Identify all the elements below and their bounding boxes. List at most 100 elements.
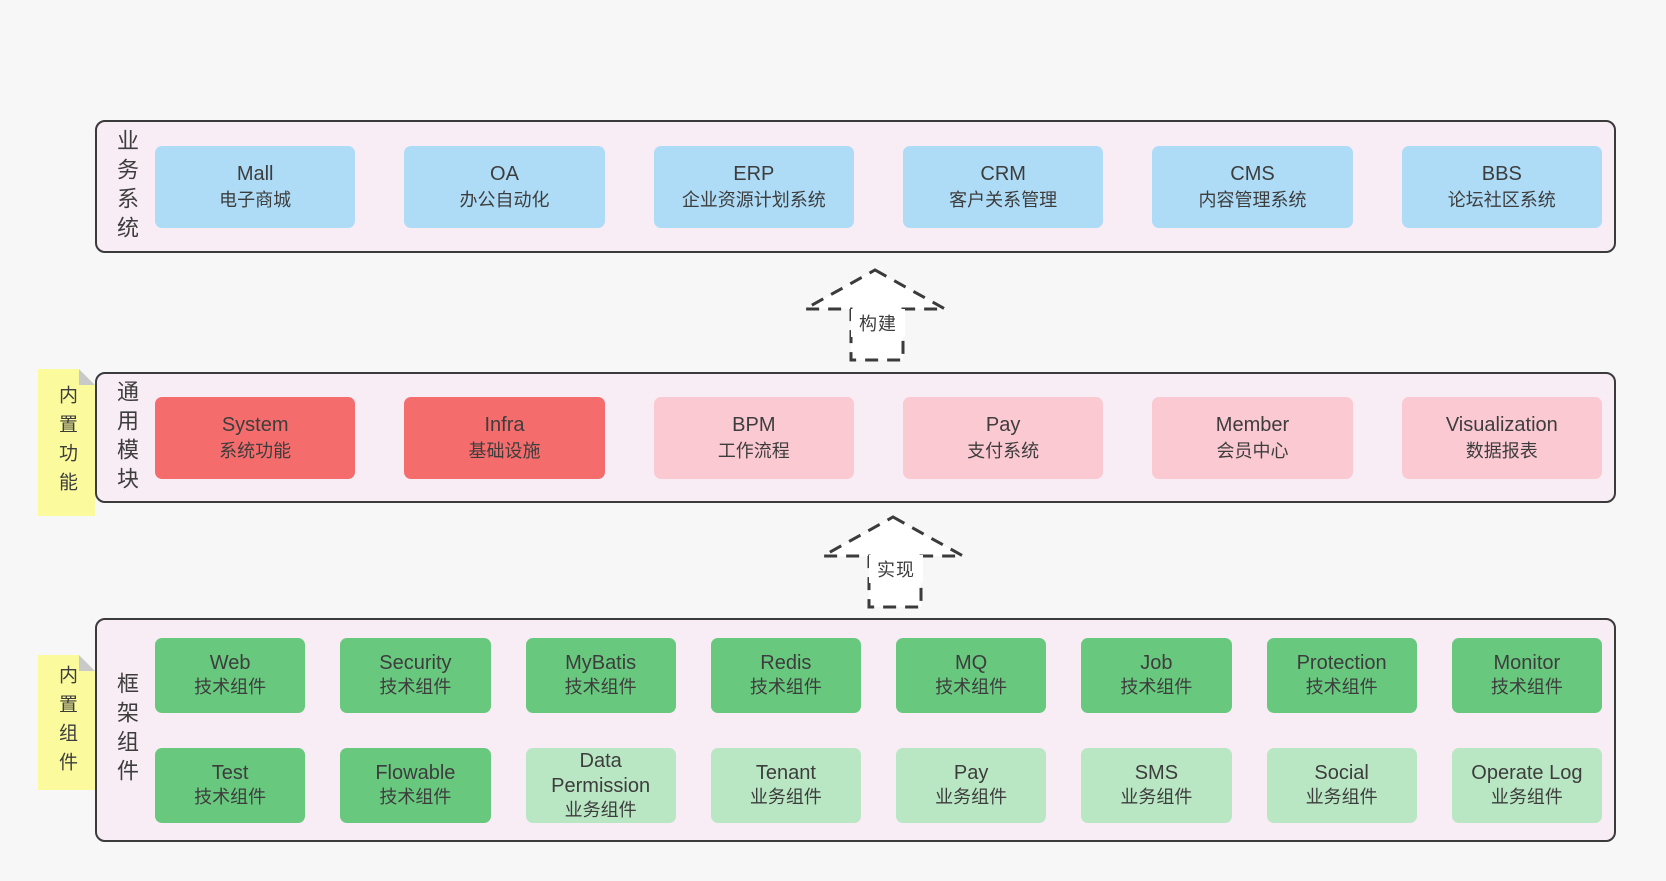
- module-subtitle: 内容管理系统: [1198, 189, 1307, 210]
- module-name: Protection: [1296, 652, 1387, 675]
- sticky-note-built-in-features: 内置功能: [38, 369, 95, 516]
- module-subtitle: 电子商城: [219, 189, 292, 210]
- module-name: Social: [1314, 762, 1369, 785]
- module-name: Monitor: [1493, 652, 1561, 675]
- module-box-infra: Infra 基础设施: [404, 396, 605, 479]
- module-name: System: [221, 413, 289, 436]
- module-subtitle: 技术组件: [1120, 677, 1193, 698]
- sticky-note-label: 内置功能: [56, 384, 77, 501]
- module-subtitle: 基础设施: [468, 440, 541, 461]
- module-name: MQ: [955, 652, 988, 675]
- module-subtitle: 技术组件: [935, 677, 1008, 698]
- module-subtitle: 技术组件: [1490, 677, 1563, 698]
- module-name: Test: [211, 762, 249, 785]
- module-name: Member: [1215, 413, 1290, 436]
- module-name: Mall: [236, 162, 274, 185]
- module-name: BBS: [1481, 162, 1522, 185]
- layer-label-common-modules: 通用模块: [114, 379, 139, 496]
- arrow-label-build: 构建: [851, 309, 905, 337]
- layer-label-column: 业务系统: [97, 122, 155, 251]
- module-name: CMS: [1230, 162, 1275, 185]
- module-subtitle: 企业资源计划系统: [681, 189, 826, 210]
- module-subtitle: 办公自动化: [459, 189, 550, 210]
- module-name: Operate Log: [1471, 762, 1583, 785]
- layer-label-column: 框架组件: [97, 620, 155, 840]
- module-subtitle: 业务组件: [935, 787, 1008, 808]
- module-name: Job: [1140, 652, 1173, 675]
- module-box-mall: Mall 电子商城: [155, 145, 356, 228]
- module-subtitle: 技术组件: [194, 787, 267, 808]
- module-name: ERP: [733, 162, 775, 185]
- module-name: Redis: [760, 652, 812, 675]
- module-box-cms: CMS 内容管理系统: [1152, 145, 1353, 228]
- folded-corner-icon: [79, 369, 95, 385]
- sticky-note-built-in-components: 内置组件: [38, 655, 95, 790]
- module-box-bpm: BPM 工作流程: [653, 396, 854, 479]
- module-box-system: System 系统功能: [155, 396, 356, 479]
- module-name: CRM: [980, 162, 1026, 185]
- module-box-erp: ERP 企业资源计划系统: [653, 145, 854, 228]
- module-name: SMS: [1134, 762, 1179, 785]
- module-subtitle: 技术组件: [379, 677, 452, 698]
- module-subtitle: 业务组件: [564, 799, 637, 820]
- module-subtitle: 技术组件: [1305, 677, 1378, 698]
- module-subtitle: 技术组件: [749, 677, 822, 698]
- module-box-oa: OA 办公自动化: [404, 145, 605, 228]
- module-subtitle: 工作流程: [717, 440, 790, 461]
- module-subtitle: 会员中心: [1216, 440, 1289, 461]
- module-subtitle: 技术组件: [564, 677, 637, 698]
- folded-corner-icon: [79, 655, 95, 671]
- module-name: BPM: [732, 413, 776, 436]
- sticky-note-label: 内置组件: [56, 664, 77, 781]
- module-name: MyBatis: [565, 652, 637, 675]
- arrow-label-implement: 实现: [869, 555, 923, 583]
- module-subtitle: 论坛社区系统: [1447, 189, 1556, 210]
- module-name: Infra: [484, 413, 525, 436]
- module-name: OA: [490, 162, 519, 185]
- module-subtitle: 业务组件: [1305, 787, 1378, 808]
- module-name: Web: [209, 652, 251, 675]
- module-subtitle: 系统功能: [219, 440, 292, 461]
- module-name: Flowable: [375, 762, 456, 785]
- layer-label-business-systems: 业务系统: [114, 128, 139, 245]
- module-subtitle: 业务组件: [1120, 787, 1193, 808]
- module-name: Security: [379, 652, 452, 675]
- business-systems-boxes: Mall 电子商城 OA 办公自动化 ERP 企业资源计划系统 CRM 客户关系管理 CMS 内容…: [155, 122, 1614, 251]
- module-name: Tenant: [755, 762, 816, 785]
- module-subtitle: 数据报表: [1465, 440, 1538, 461]
- module-row: Mall 电子商城 OA 办公自动化 ERP 企业资源计划系统 CRM 客户关系管理 CMS 内容…: [155, 145, 1602, 228]
- module-box-bbs: BBS 论坛社区系统: [1401, 145, 1602, 228]
- module-name: Data Permission: [551, 750, 651, 797]
- module-box-member: Member 会员中心: [1152, 396, 1353, 479]
- module-subtitle: 客户关系管理: [949, 189, 1058, 210]
- layer-label-column: 通用模块: [97, 374, 155, 501]
- module-subtitle: 技术组件: [194, 677, 267, 698]
- module-subtitle: 支付系统: [967, 440, 1040, 461]
- module-name: Pay: [953, 762, 989, 785]
- module-subtitle: 技术组件: [379, 787, 452, 808]
